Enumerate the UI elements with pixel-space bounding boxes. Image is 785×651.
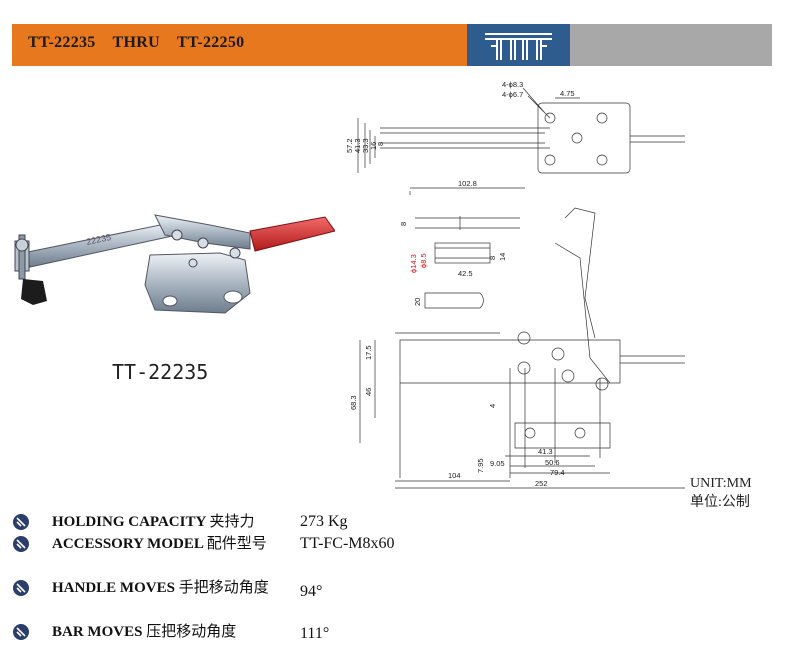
- unit-line-cn: 单位:公制: [690, 495, 750, 510]
- product-photo: 22235: [5, 205, 336, 320]
- spec-value: 94°: [300, 583, 323, 600]
- dim-8c: 8: [488, 256, 497, 260]
- spec-label: HANDLE MOVES 手把移动角度: [52, 578, 282, 598]
- unit-line-en: UNIT:MM: [690, 476, 752, 491]
- dim-9-05: 9.05: [490, 459, 505, 468]
- dim-14: 14: [498, 253, 507, 261]
- dim-104: 104: [448, 471, 461, 480]
- spec-label: BAR MOVES 压把移动角度: [52, 622, 312, 642]
- dim-252: 252: [535, 479, 548, 488]
- spec-label-cn: 夹持力: [209, 514, 255, 530]
- technical-drawing: 4-ϕ8.3 4-ϕ6.7 4.75 57.2 41.3 33.3 16 8 1…: [340, 78, 685, 498]
- spec-label-en: HANDLE MOVES: [52, 580, 175, 596]
- bullet-icon: [13, 514, 29, 530]
- model-label: TT-22235: [112, 360, 209, 384]
- company-logo: [467, 24, 570, 66]
- unit-note: UNIT:MM 单位:公制: [690, 474, 752, 512]
- dim-20: 20: [413, 298, 422, 306]
- spec-label: ACCESSORY MODEL 配件型号: [52, 534, 282, 554]
- bullet-icon: [13, 624, 29, 640]
- spec-value: TT-FC-M8x60: [300, 535, 395, 552]
- dim-8: 8: [376, 142, 385, 146]
- spec-label-cn: 手把移动角度: [178, 580, 269, 596]
- spec-label-en: BAR MOVES: [52, 624, 143, 640]
- dim-68-3: 68.3: [349, 395, 358, 410]
- dim-50-6: 50.6: [545, 458, 560, 467]
- dim-8b: 8: [399, 222, 408, 226]
- dim-4-75: 4.75: [560, 89, 575, 98]
- dim-46: 46: [364, 388, 373, 396]
- dim-16: 16: [369, 142, 378, 150]
- dim-41-3: 41.3: [353, 138, 362, 153]
- spec-value: 111°: [300, 625, 330, 642]
- dim-57-2: 57.2: [345, 138, 354, 153]
- dim-holes-top: 4-ϕ8.3: [502, 80, 523, 89]
- dim-8-5: ϕ8.5: [419, 253, 428, 268]
- dim-41-3b: 41.3: [538, 447, 553, 456]
- spec-label-cn: 压把移动角度: [146, 624, 237, 640]
- spec-label-cn: 配件型号: [206, 536, 267, 552]
- header-bar: TT-22235 THRU TT-22250: [12, 24, 772, 66]
- dim-7-95: 7.95: [476, 458, 485, 473]
- dim-holes-bottom: 4-ϕ6.7: [502, 90, 523, 99]
- bullet-icon: [13, 536, 29, 552]
- header-orange-panel: TT-22235 THRU TT-22250: [12, 24, 467, 66]
- spec-value: 273 Kg: [300, 513, 348, 530]
- spec-label-en: ACCESSORY MODEL: [52, 536, 204, 552]
- dim-14-3: ϕ14.3: [409, 254, 418, 273]
- bullet-icon: [13, 580, 29, 596]
- spec-label: HOLDING CAPACITY 夹持力: [52, 512, 282, 532]
- series-title: TT-22235 THRU TT-22250: [28, 34, 245, 51]
- header-gray-panel: [570, 24, 772, 66]
- dim-42-5: 42.5: [458, 269, 473, 278]
- dim-33-3: 33.3: [361, 138, 370, 153]
- dim-79-4: 79.4: [550, 468, 565, 477]
- dim-4: 4: [488, 404, 497, 408]
- dim-102-8: 102.8: [458, 179, 477, 188]
- spec-label-en: HOLDING CAPACITY: [52, 514, 206, 530]
- dim-17-5: 17.5: [364, 345, 373, 360]
